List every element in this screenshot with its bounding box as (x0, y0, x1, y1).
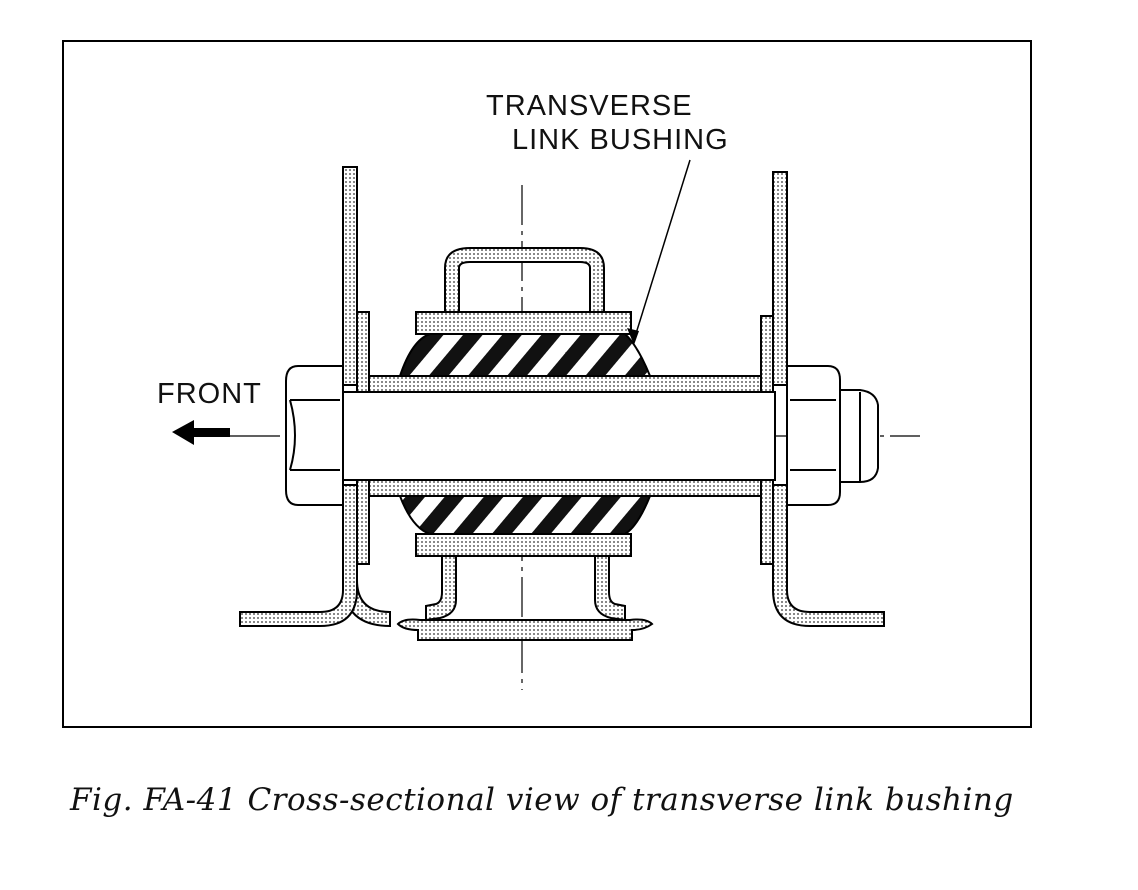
outer-sleeve-bottom (415, 533, 632, 557)
inner-sleeve-top (368, 375, 762, 393)
front-label: FRONT (157, 378, 262, 410)
figure-frame (62, 40, 1032, 728)
inner-sleeve-bottom (368, 479, 762, 497)
nut (786, 365, 879, 506)
rubber-bushing-top (398, 333, 652, 377)
upper-link-bracket (444, 247, 605, 313)
outer-sleeve-top (415, 311, 632, 335)
bushing-leader-line (633, 159, 691, 341)
bushing-label-line2: LINK BUSHING (512, 124, 729, 156)
bushing-label-line1: TRANSVERSE (486, 90, 693, 122)
rubber-bushing-bottom (398, 495, 652, 535)
leader-arrowhead (627, 328, 639, 345)
front-arrow-icon (172, 420, 230, 445)
bolt-shaft (339, 391, 776, 481)
figure-caption: Fig. FA-41 Cross-sectional view of trans… (70, 782, 1014, 818)
lower-link-bracket (396, 555, 654, 641)
bolt-head (285, 365, 344, 506)
